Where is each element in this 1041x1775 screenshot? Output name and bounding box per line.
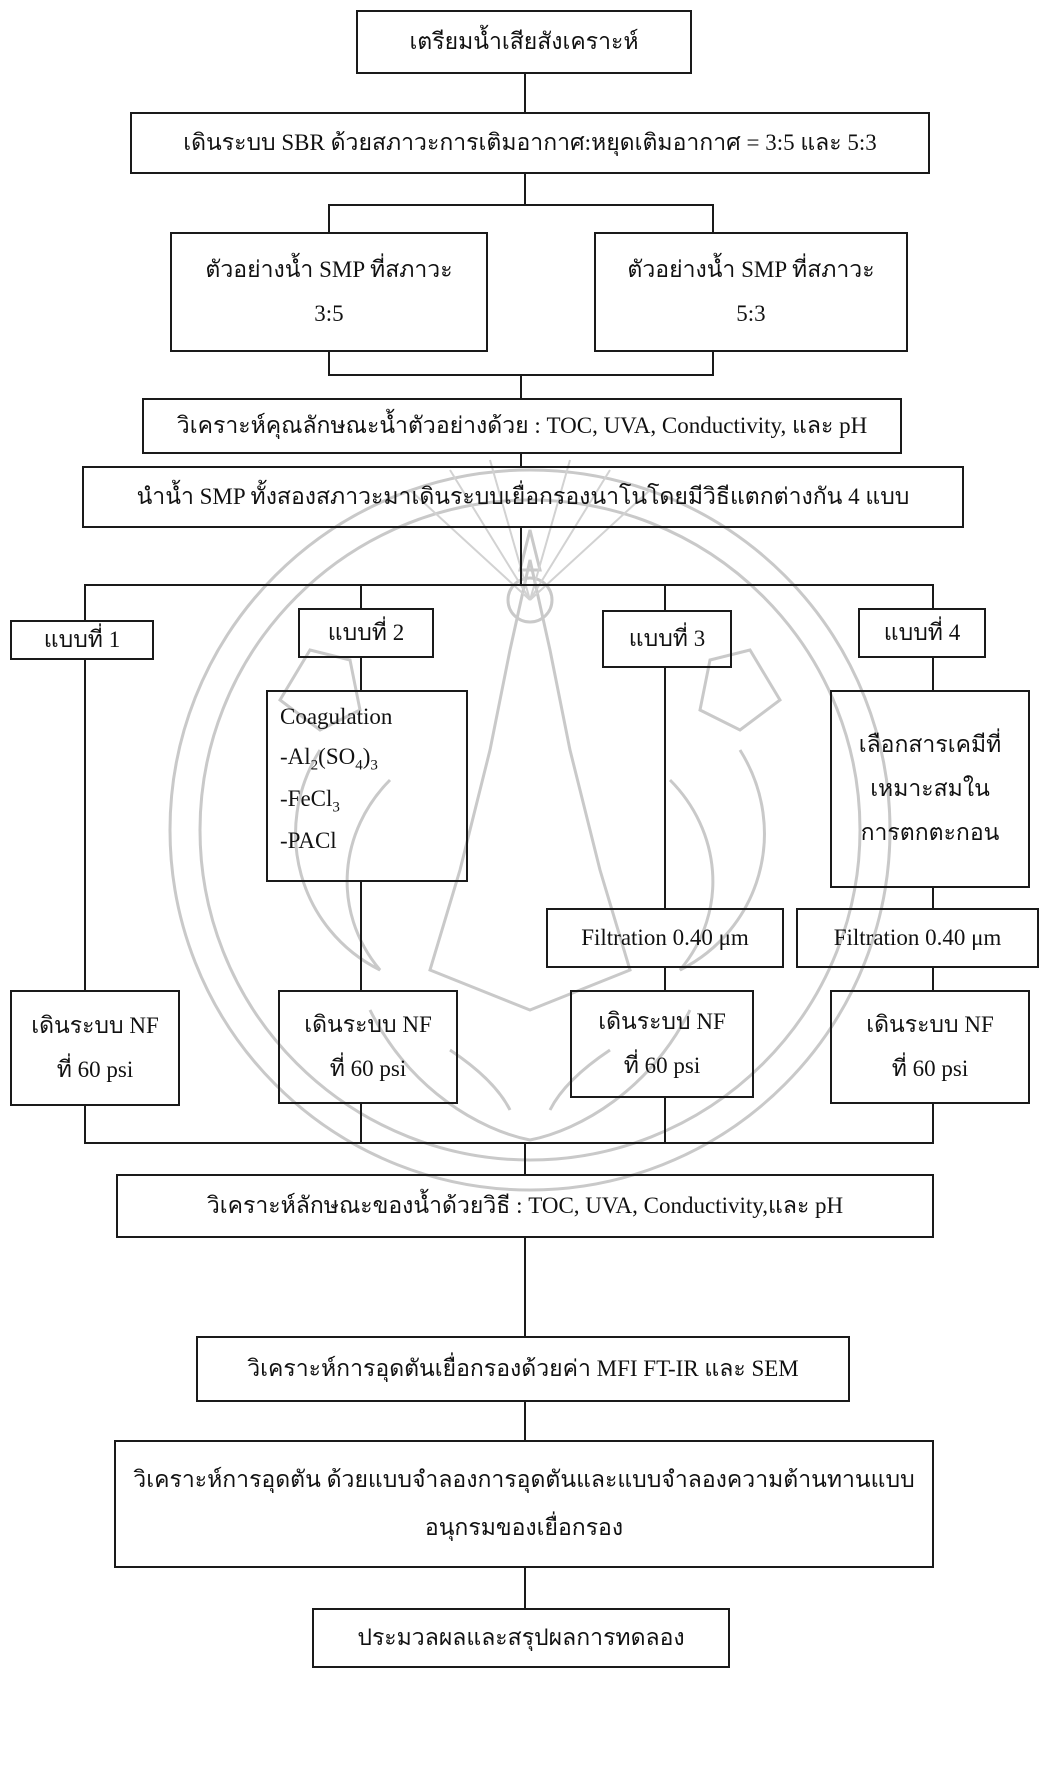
connector bbox=[524, 1238, 526, 1336]
connector bbox=[520, 374, 522, 398]
connector bbox=[932, 888, 934, 908]
chemical-selection-box: เลือกสารเคมีที่ เหมาะสมใน การตกตะกอน bbox=[830, 690, 1030, 888]
sample-3-5-box: ตัวอย่างน้ำ SMP ที่สภาวะ 3:5 bbox=[170, 232, 488, 352]
coagulant-ferric-chloride: -FeCl3 bbox=[280, 785, 340, 816]
type-2-label: แบบที่ 2 bbox=[327, 620, 405, 646]
nf-run-1-box: เดินระบบ NF ที่ 60 psi bbox=[10, 990, 180, 1106]
connector bbox=[932, 1104, 934, 1144]
connector bbox=[328, 204, 330, 232]
sample-5-3-line1: ตัวอย่างน้ำ SMP ที่สภาวะ bbox=[627, 257, 875, 283]
connector bbox=[932, 584, 934, 608]
connector bbox=[328, 352, 330, 376]
final-analysis-label: วิเคราะห์ลักษณะของน้ำด้วยวิธี : TOC, UVA… bbox=[206, 1193, 844, 1219]
type-1-label: แบบที่ 1 bbox=[43, 627, 121, 653]
filtration-3-box: Filtration 0.40 μm bbox=[546, 908, 784, 968]
initial-analysis-label: วิเคราะห์คุณลักษณะน้ำตัวอย่างด้วย : TOC,… bbox=[176, 413, 868, 439]
fouling-model-line2: อนุกรมของเยื่อกรอง bbox=[424, 1515, 624, 1540]
connector bbox=[524, 74, 526, 112]
nf-run-1-line2: ที่ 60 psi bbox=[56, 1057, 134, 1082]
chemical-selection-line2: เหมาะสมใน bbox=[870, 776, 990, 802]
connector bbox=[664, 1098, 666, 1144]
filtration-4-label: Filtration 0.40 μm bbox=[833, 925, 1002, 951]
sbr-operation-box: เดินระบบ SBR ด้วยสภาวะการเติมอากาศ:หยุดเ… bbox=[130, 112, 930, 174]
fouling-analysis-label: วิเคราะห์การอุดตันเยื่อกรองด้วยค่า MFI F… bbox=[247, 1356, 799, 1382]
nf-run-2-box: เดินระบบ NF ที่ 60 psi bbox=[278, 990, 458, 1104]
connector bbox=[84, 1142, 934, 1144]
connector bbox=[664, 668, 666, 908]
connector bbox=[932, 658, 934, 690]
sbr-operation-label: เดินระบบ SBR ด้วยสภาวะการเติมอากาศ:หยุดเ… bbox=[183, 130, 877, 156]
connector bbox=[712, 352, 714, 376]
type-3-box: แบบที่ 3 bbox=[602, 610, 732, 668]
nf-run-3-box: เดินระบบ NF ที่ 60 psi bbox=[570, 990, 754, 1098]
connector bbox=[520, 454, 522, 466]
connector bbox=[932, 968, 934, 990]
filtration-4-box: Filtration 0.40 μm bbox=[796, 908, 1039, 968]
sample-5-3-line2: 5:3 bbox=[736, 301, 766, 326]
connector bbox=[360, 1104, 362, 1144]
connector bbox=[84, 584, 934, 586]
connector bbox=[360, 882, 362, 992]
nf-run-2-line1: เดินระบบ NF bbox=[304, 1012, 432, 1038]
nf-run-3-line1: เดินระบบ NF bbox=[598, 1009, 726, 1035]
connector bbox=[524, 1402, 526, 1440]
nf-run-4-box: เดินระบบ NF ที่ 60 psi bbox=[830, 990, 1030, 1104]
connector bbox=[664, 584, 666, 610]
chemical-selection-line3: การตกตะกอน bbox=[860, 819, 1000, 845]
connector bbox=[328, 204, 714, 206]
connector bbox=[360, 658, 362, 690]
university-seal-watermark bbox=[168, 459, 892, 1192]
type-4-label: แบบที่ 4 bbox=[883, 620, 961, 646]
fouling-model-box: วิเคราะห์การอุดตัน ด้วยแบบจำลองการอุดตัน… bbox=[114, 1440, 934, 1568]
fouling-model-line1: วิเคราะห์การอุดตัน ด้วยแบบจำลองการอุดตัน… bbox=[133, 1467, 915, 1493]
type-3-label: แบบที่ 3 bbox=[628, 626, 706, 652]
prepare-wastewater-box: เตรียมน้ำเสียสังเคราะห์ bbox=[356, 10, 692, 74]
chemical-selection-line1: เลือกสารเคมีที่ bbox=[858, 732, 1002, 758]
connector bbox=[84, 1106, 86, 1144]
initial-analysis-box: วิเคราะห์คุณลักษณะน้ำตัวอย่างด้วย : TOC,… bbox=[142, 398, 902, 454]
connector bbox=[712, 204, 714, 232]
connector bbox=[524, 1568, 526, 1608]
conclusion-label: ประมวลผลและสรุปผลการทดลอง bbox=[357, 1625, 685, 1651]
connector bbox=[524, 1142, 526, 1174]
coagulant-pacl: -PACl bbox=[280, 828, 337, 854]
prepare-wastewater-label: เตรียมน้ำเสียสังเคราะห์ bbox=[409, 29, 639, 55]
nf-setup-box: นำน้ำ SMP ทั้งสองสภาวะมาเดินระบบเยื่อกรอ… bbox=[82, 466, 964, 528]
final-analysis-box: วิเคราะห์ลักษณะของน้ำด้วยวิธี : TOC, UVA… bbox=[116, 1174, 934, 1238]
connector bbox=[520, 528, 522, 584]
type-1-box: แบบที่ 1 bbox=[10, 620, 154, 660]
nf-run-4-line1: เดินระบบ NF bbox=[866, 1012, 994, 1038]
coagulation-box: Coagulation -Al2(SO4)3 -FeCl3 -PACl bbox=[266, 690, 468, 882]
connector bbox=[664, 968, 666, 990]
filtration-3-label: Filtration 0.40 μm bbox=[581, 925, 749, 951]
connector bbox=[360, 584, 362, 608]
fouling-analysis-box: วิเคราะห์การอุดตันเยื่อกรองด้วยค่า MFI F… bbox=[196, 1336, 850, 1402]
connector bbox=[84, 660, 86, 990]
conclusion-box: ประมวลผลและสรุปผลการทดลอง bbox=[312, 1608, 730, 1668]
connector bbox=[524, 174, 526, 204]
type-4-box: แบบที่ 4 bbox=[858, 608, 986, 658]
type-2-box: แบบที่ 2 bbox=[298, 608, 434, 658]
coagulant-alum: -Al2(SO4)3 bbox=[280, 743, 378, 774]
sample-3-5-line1: ตัวอย่างน้ำ SMP ที่สภาวะ bbox=[205, 257, 453, 283]
connector bbox=[84, 584, 86, 620]
sample-3-5-line2: 3:5 bbox=[314, 301, 344, 326]
nf-run-1-line1: เดินระบบ NF bbox=[31, 1013, 159, 1039]
nf-setup-label: นำน้ำ SMP ทั้งสองสภาวะมาเดินระบบเยื่อกรอ… bbox=[136, 484, 910, 510]
nf-run-4-line2: ที่ 60 psi bbox=[891, 1056, 969, 1081]
nf-run-2-line2: ที่ 60 psi bbox=[329, 1056, 407, 1081]
nf-run-3-line2: ที่ 60 psi bbox=[623, 1053, 701, 1078]
coagulation-title: Coagulation bbox=[280, 704, 393, 729]
sample-5-3-box: ตัวอย่างน้ำ SMP ที่สภาวะ 5:3 bbox=[594, 232, 908, 352]
